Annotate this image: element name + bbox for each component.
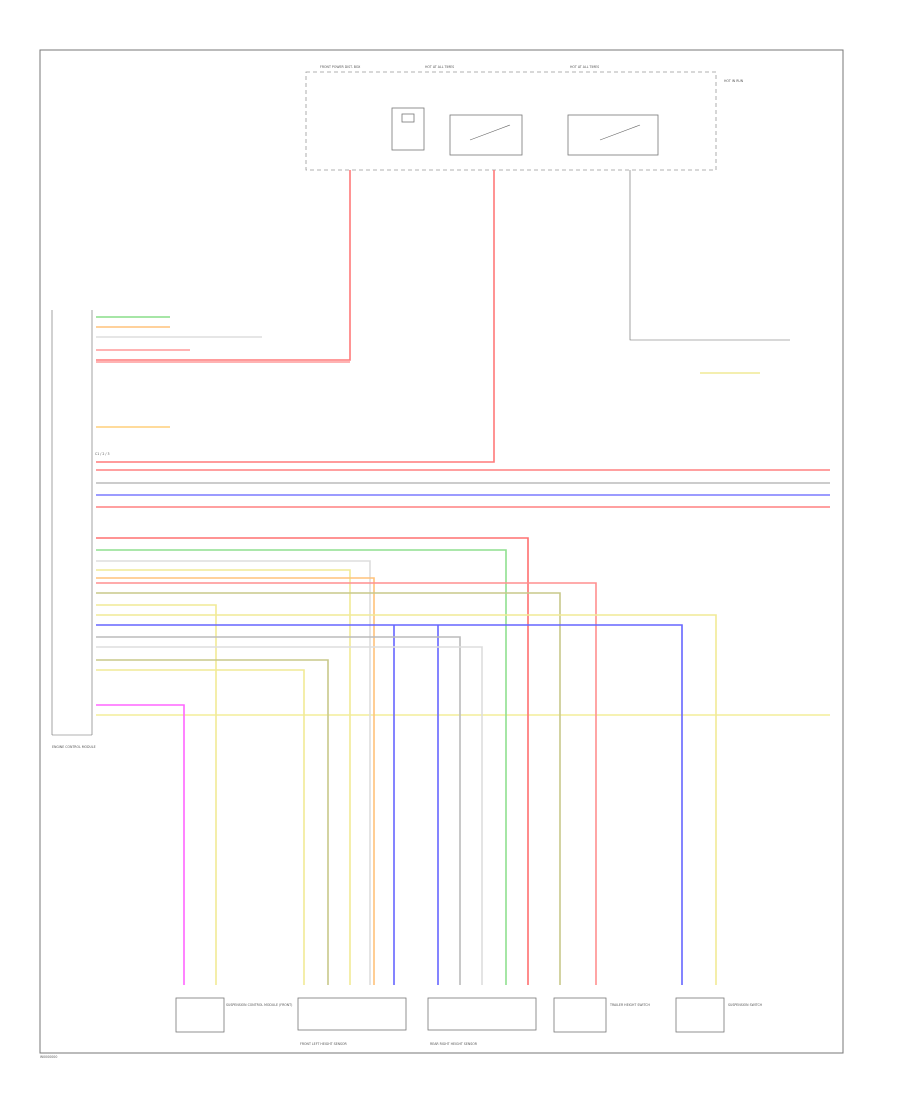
bus-wires [96,469,830,716]
top-power-box: FRONT POWER DIST. BOX HOT AT ALL TIMES H… [305,65,744,171]
top-power-box-label: FRONT POWER DIST. BOX [320,65,361,69]
component-5 [675,997,725,1033]
component-5-label: SUSPENSION SWITCH [728,1003,763,1007]
signal-wires [96,537,717,985]
power-feed-wires [96,170,790,463]
relay-left-label: HOT AT ALL TIMES [425,65,454,69]
footer-code: W0000000 [40,1055,57,1059]
diagram-frame [39,49,844,1054]
connector-label: C1 / 2 / 3 [95,452,110,456]
component-4 [553,997,607,1033]
component-3-label: REAR RIGHT HEIGHT SENSOR [430,1042,478,1046]
relay-right-label: HOT AT ALL TIMES [570,65,599,69]
component-1 [175,997,225,1033]
relay-left [449,114,523,156]
component-3 [427,997,537,1031]
ecm-connector: ENGINE CONTROL MODULE C1 / 2 / 3 [51,310,110,749]
ecm-label: ENGINE CONTROL MODULE [52,745,96,749]
component-1-label: SUSPENSION CONTROL MODULE (FRONT) [226,1003,292,1007]
fuse-block [391,107,425,151]
component-4-label: TRAILER HEIGHT SWITCH [609,1003,650,1007]
component-2-label: FRONT LEFT HEIGHT SENSOR [300,1042,348,1046]
relay-right [567,114,659,156]
relay-mid-label: HOT IN RUN [724,79,744,83]
component-2 [297,997,407,1031]
components: SUSPENSION CONTROL MODULE (FRONT) FRONT … [175,997,763,1046]
